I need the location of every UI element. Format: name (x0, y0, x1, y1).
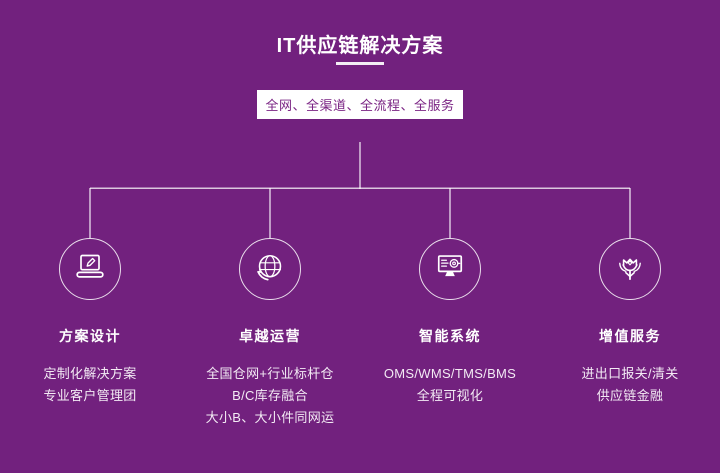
branch-value-added: 增值服务 进出口报关/清关 供应链金融 (540, 238, 720, 407)
branch-desc-line: 全国仓网+行业标杆仓 (206, 366, 334, 381)
branch-desc-line: 专业客户管理团 (43, 388, 137, 403)
branch-description: OMS/WMS/TMS/BMS 全程可视化 (360, 363, 540, 407)
branch-title: 方案设计 (59, 328, 121, 344)
monitor-gear-icon (432, 251, 468, 287)
subtitle-badge: 全网、全渠道、全流程、全服务 (257, 90, 463, 119)
branch-description: 定制化解决方案 专业客户管理团 (0, 363, 180, 407)
branch-solution-design: 方案设计 定制化解决方案 专业客户管理团 (0, 238, 180, 407)
branch-title: 智能系统 (419, 328, 481, 344)
branch-desc-line: 定制化解决方案 (43, 366, 137, 381)
branch-desc-line: 全程可视化 (416, 388, 484, 403)
branch-smart-systems: 智能系统 OMS/WMS/TMS/BMS 全程可视化 (360, 238, 540, 407)
branch-operations: 卓越运营 全国仓网+行业标杆仓 B/C库存融合 大小B、大小件同网运 (180, 238, 360, 429)
branch-circle (599, 238, 661, 300)
branch-description: 全国仓网+行业标杆仓 B/C库存融合 大小B、大小件同网运 (180, 363, 360, 429)
branch-circle (59, 238, 121, 300)
page-title: IT供应链解决方案 (276, 35, 444, 57)
branch-desc-line: 供应链金融 (596, 388, 664, 403)
globe-arrow-icon (252, 251, 288, 287)
branch-circle (239, 238, 301, 300)
branch-title: 增值服务 (599, 328, 661, 344)
flower-hand-icon (612, 251, 648, 287)
branch-desc-line: 大小B、大小件同网运 (205, 410, 335, 425)
branch-desc-line: 进出口报关/清关 (581, 366, 679, 381)
laptop-pencil-icon (72, 251, 108, 287)
title-underline (336, 62, 384, 65)
branch-desc-line: B/C库存融合 (232, 388, 308, 403)
branch-circle (419, 238, 481, 300)
subtitle-badge-label: 全网、全渠道、全流程、全服务 (265, 98, 455, 113)
branch-title: 卓越运营 (239, 328, 301, 344)
branch-desc-line: OMS/WMS/TMS/BMS (383, 366, 517, 381)
branch-description: 进出口报关/清关 供应链金融 (540, 363, 720, 407)
